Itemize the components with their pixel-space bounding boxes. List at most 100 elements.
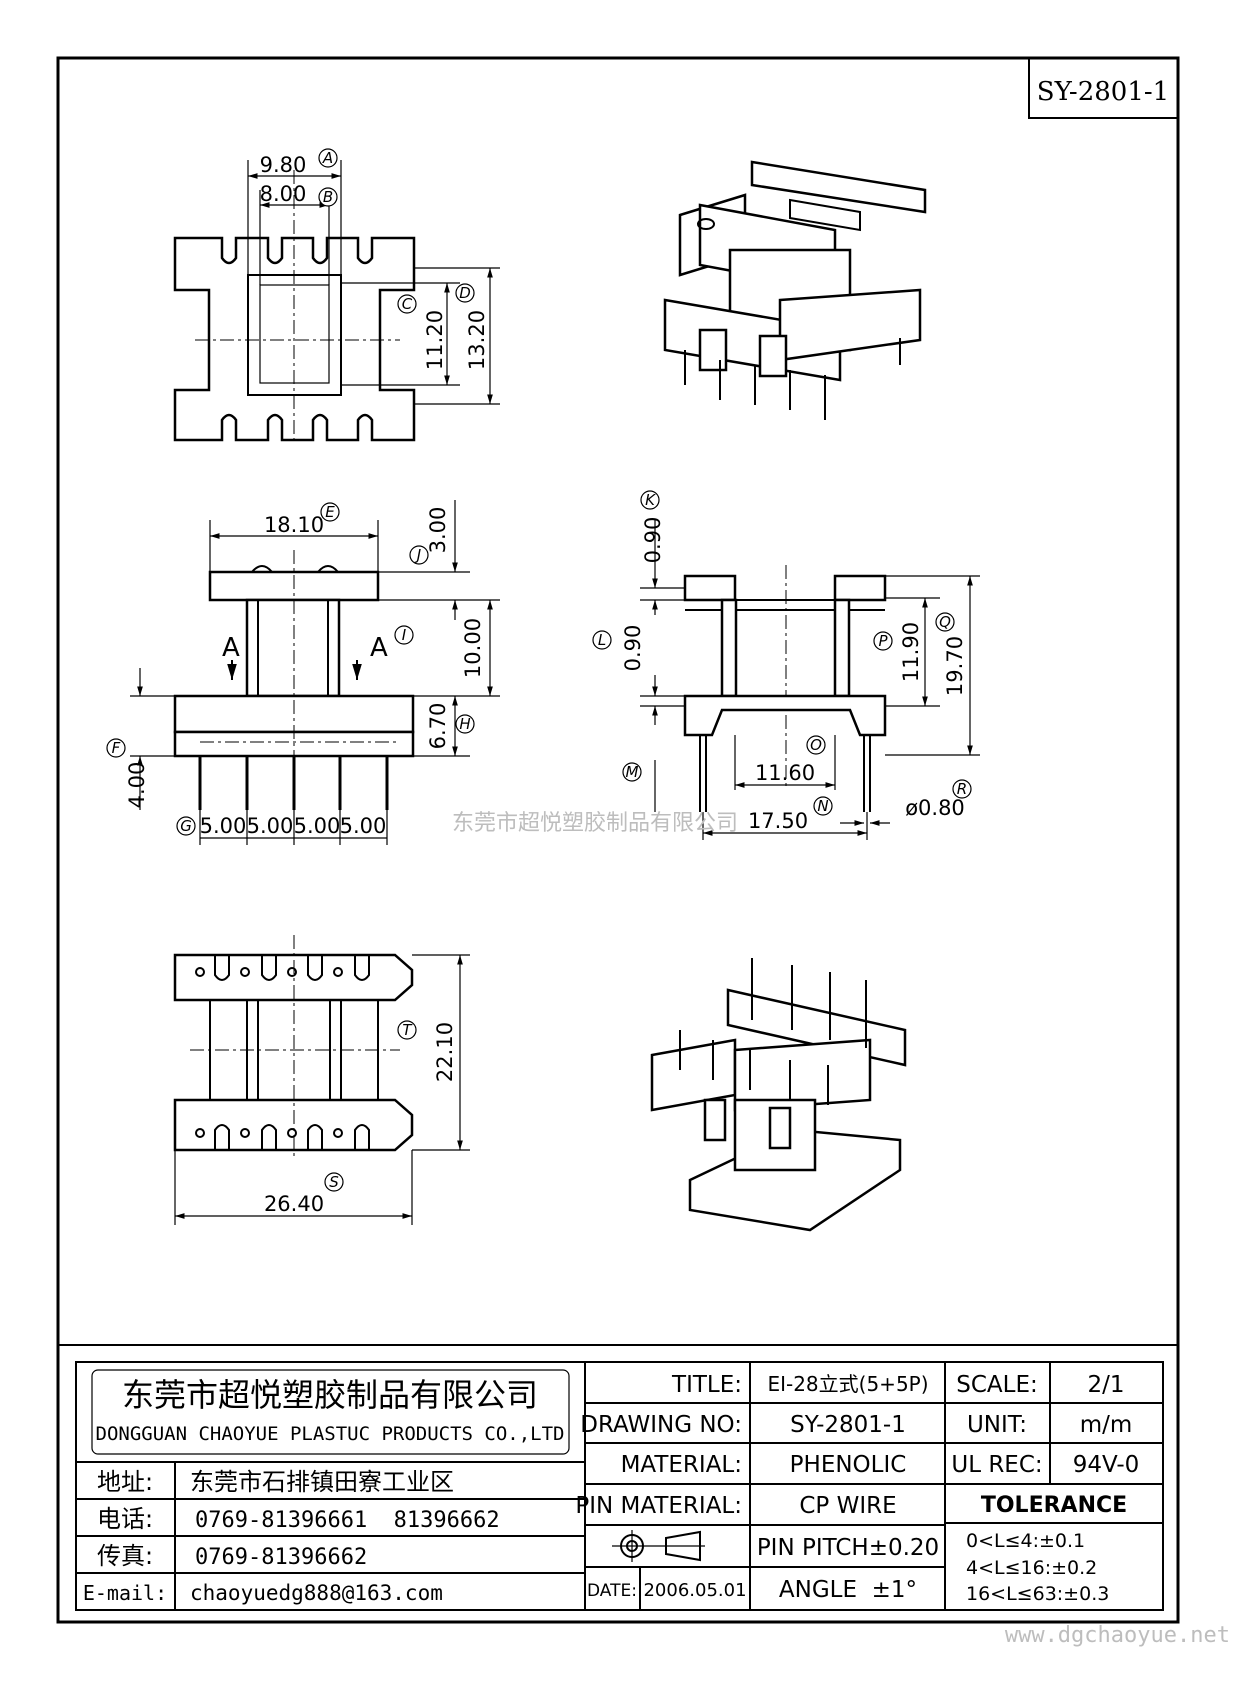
dim-r-tag-circle (952, 779, 972, 799)
dim-m-tag: M (626, 763, 639, 781)
dim-j-value: 3.00 (426, 507, 450, 554)
dim-q-tag: Q (939, 613, 951, 631)
drawing-number-text: SY-2801-1 (1037, 77, 1169, 107)
date-label: DATE: (587, 1581, 637, 1601)
ul-value: 94V-0 (1073, 1452, 1140, 1478)
watermark-company: 东莞市超悦塑胶制品有限公司 (452, 811, 738, 836)
drawing-no-value: SY-2801-1 (790, 1412, 906, 1438)
dim-c-tag-circle (397, 294, 417, 314)
dim-f-value: 4.00 (125, 762, 149, 809)
isometric-view-bottom (650, 958, 907, 1232)
dim-s-tag: S (329, 1173, 339, 1191)
fax-label: 传真: (97, 1542, 153, 1570)
tolerance-1: 0<L≤4:±0.1 (966, 1530, 1085, 1552)
dim-i-tag: I (402, 626, 407, 644)
dim-b-value: 8.00 (260, 182, 307, 206)
top-view: 9.80 8.00 A B 11.20 13.20 C D (173, 148, 500, 445)
dim-n-tag: N (817, 797, 828, 815)
company-name-cn: 东莞市超悦塑胶制品有限公司 (122, 1376, 538, 1414)
dim-a-tag-circle (318, 148, 338, 168)
pin-material-label: PIN MATERIAL: (575, 1493, 742, 1519)
dim-t-tag: T (402, 1021, 413, 1039)
pitch-2: 5.00 (247, 814, 294, 838)
dim-l-tag-circle (592, 630, 612, 650)
dim-n-value: 17.50 (748, 809, 808, 833)
pitch-3: 5.00 (294, 814, 341, 838)
dim-e-value: 18.10 (264, 513, 324, 537)
dim-f-tag: F (112, 739, 121, 757)
dim-j-tag: J (414, 546, 421, 564)
dim-f-tag-circle (106, 738, 126, 758)
unit-value: m/m (1080, 1412, 1133, 1438)
fax-value: 0769-81396662 (195, 1545, 367, 1570)
title-block: 东莞市超悦塑胶制品有限公司 DONGGUAN CHAOYUE PLASTUC P… (75, 1361, 1164, 1611)
projection-symbol (612, 1530, 705, 1562)
dim-t-value: 22.10 (433, 1022, 457, 1082)
ul-label: UL REC: (951, 1452, 1042, 1478)
dim-a-tag: A (322, 149, 333, 167)
material-label: MATERIAL: (621, 1452, 742, 1478)
phone-value: 0769-81396661 81396662 (195, 1508, 500, 1533)
email-label: E-mail: (83, 1581, 167, 1605)
pin-material-value: CP WIRE (799, 1493, 896, 1519)
dim-h-tag-circle (455, 714, 475, 734)
dim-k-tag-circle (640, 490, 660, 510)
unit-label: UNIT: (967, 1412, 1027, 1438)
email-value: chaoyuedg888@163.com (190, 1581, 443, 1605)
dim-a-value: 9.80 (260, 153, 307, 177)
dim-d-tag: D (459, 284, 471, 302)
dim-d-value: 13.20 (465, 310, 489, 370)
bottom-view: 22.10 T 26.40 S (173, 935, 470, 1225)
dim-c-value: 11.20 (423, 310, 447, 370)
front-view: A A 18.10 E 3.00 10.00 6.70 J I H 4.00 (106, 500, 500, 845)
dim-e-tag-circle (320, 502, 340, 522)
dim-j-tag-circle (409, 545, 429, 565)
side-view: 0.90 0.90 K L M 11.90 19.70 P Q 11.60 O … (592, 490, 980, 840)
dim-k-value: 0.90 (641, 517, 665, 564)
dim-n-tag-circle (813, 796, 833, 816)
dim-q-value: 19.70 (943, 636, 967, 696)
dim-o-value: 11.60 (755, 761, 815, 785)
dim-l-value: 0.90 (621, 625, 645, 672)
drawing-no-label: DRAWING NO: (580, 1412, 742, 1438)
isometric-view-top (663, 160, 927, 420)
drawing-number-box: SY-2801-1 (1028, 57, 1179, 119)
dim-i-value: 10.00 (461, 618, 485, 678)
watermark-website: www.dgchaoyue.net (1005, 1623, 1230, 1648)
dim-p-tag-circle (873, 631, 893, 651)
dim-l-tag: L (598, 631, 606, 649)
address-value: 东莞市石排镇田寮工业区 (190, 1468, 454, 1496)
dim-o-tag-circle (806, 735, 826, 755)
material-value: PHENOLIC (790, 1452, 907, 1478)
dim-b-tag-circle (318, 187, 338, 207)
dim-m-tag-circle (622, 762, 642, 782)
drawing-frame (56, 56, 1180, 1624)
dim-p-tag: P (878, 632, 888, 650)
title-label: TITLE: (671, 1372, 742, 1398)
dim-b-tag: B (323, 188, 333, 206)
section-mark-right: A (370, 633, 388, 663)
company-name-en: DONGGUAN CHAOYUE PLASTUC PRODUCTS CO.,LT… (96, 1423, 565, 1445)
dim-h-tag: H (459, 715, 470, 733)
section-mark-left: A (222, 633, 240, 663)
dim-d-tag-circle (455, 283, 475, 303)
pin-pitch: PIN PITCH±0.20 (757, 1535, 939, 1561)
dim-r-tag: R (957, 780, 967, 798)
dim-t-tag-circle (397, 1020, 417, 1040)
dim-s-tag-circle (324, 1172, 344, 1192)
tolerance-label: TOLERANCE (981, 1493, 1127, 1518)
dim-g-tag-circle (176, 816, 196, 836)
dim-g-tag: G (180, 817, 192, 835)
scale-value: 2/1 (1087, 1372, 1124, 1398)
pitch-4: 5.00 (340, 814, 387, 838)
dim-k-tag: K (645, 491, 656, 509)
dim-e-tag: E (325, 503, 335, 521)
address-label: 地址: (97, 1468, 153, 1496)
phone-label: 电话: (97, 1505, 153, 1533)
dim-o-tag: O (810, 736, 822, 754)
dim-c-tag: C (402, 295, 413, 313)
dim-s-value: 26.40 (264, 1192, 324, 1216)
date-value: 2006.05.01 (643, 1580, 746, 1601)
tolerance-2: 4<L≤16:±0.2 (966, 1557, 1097, 1579)
